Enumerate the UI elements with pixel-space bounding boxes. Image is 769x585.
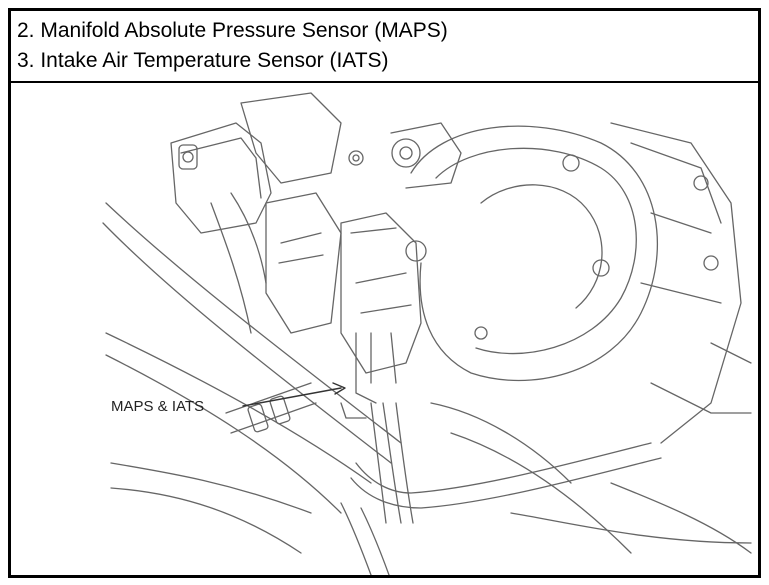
- engine-illustration: MAPS & IATS: [102, 92, 752, 575]
- diagram-frame: 2. Manifold Absolute Pressure Sensor (MA…: [8, 8, 761, 578]
- caption-line-iats: 3. Intake Air Temperature Sensor (IATS): [17, 49, 389, 72]
- engine-linework: [102, 92, 752, 575]
- engine-line-drawing: MAPS & IATS: [11, 83, 758, 575]
- callout-label-maps-iats: MAPS & IATS: [111, 398, 204, 415]
- caption-header: 2. Manifold Absolute Pressure Sensor (MA…: [11, 11, 758, 83]
- caption-line-maps: 2. Manifold Absolute Pressure Sensor (MA…: [17, 19, 448, 42]
